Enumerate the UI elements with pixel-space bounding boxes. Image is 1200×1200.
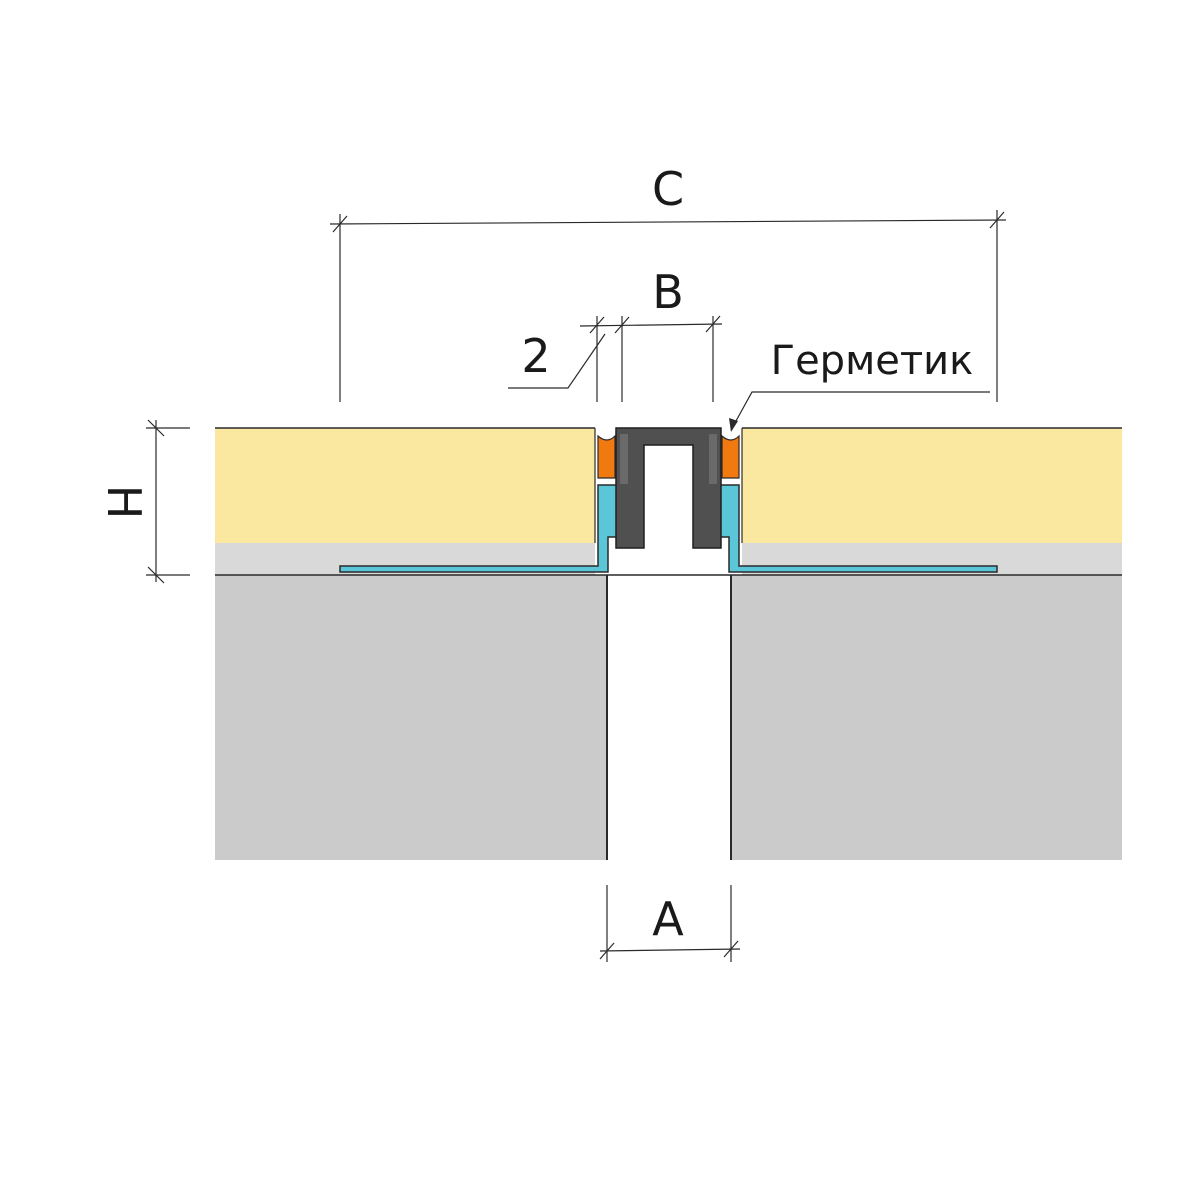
insert-top-bridge (615, 427, 722, 549)
screed-layer (215, 427, 1122, 576)
concrete-slab-left (215, 575, 608, 860)
insert-inner-left (620, 434, 628, 484)
screed-left (215, 428, 595, 543)
dim-c-label: C (652, 162, 684, 216)
rubber-insert (615, 427, 722, 549)
sealant-leader (730, 391, 990, 431)
screed-right (742, 428, 1122, 543)
sealant-label: Герметик (771, 338, 974, 384)
dim-gap-label: 2 (521, 329, 550, 383)
dim-h-tick-top (147, 419, 165, 437)
insert-inner-right (709, 434, 717, 484)
dim-gap-leader (508, 333, 606, 389)
sealant-leader-arrow (729, 418, 738, 432)
dim-a-line (599, 948, 741, 952)
dim-b-line (579, 323, 723, 327)
dim-h-tick-bottom (147, 566, 165, 584)
dim-c-line (329, 219, 1007, 225)
concrete-base (215, 575, 1122, 860)
dim-h-label: Н (97, 485, 151, 520)
sealant (597, 434, 740, 479)
dim-c-tick-right (989, 211, 1005, 229)
dim-b-tick-right (705, 315, 721, 333)
dimension-lines (146, 210, 1007, 962)
dim-a-label: A (652, 892, 684, 946)
dim-a-tick-right (723, 940, 739, 958)
dim-b-tick-left (614, 316, 630, 334)
dim-c-tick-left (332, 215, 348, 233)
sealant-right (721, 434, 740, 479)
dim-b-label: B (652, 265, 684, 319)
concrete-slab-right (730, 575, 1122, 860)
dim-a-tick-left (599, 942, 615, 960)
dim-gap-tick (589, 316, 605, 334)
sealant-left (597, 434, 616, 479)
sub-layer (215, 543, 1122, 575)
